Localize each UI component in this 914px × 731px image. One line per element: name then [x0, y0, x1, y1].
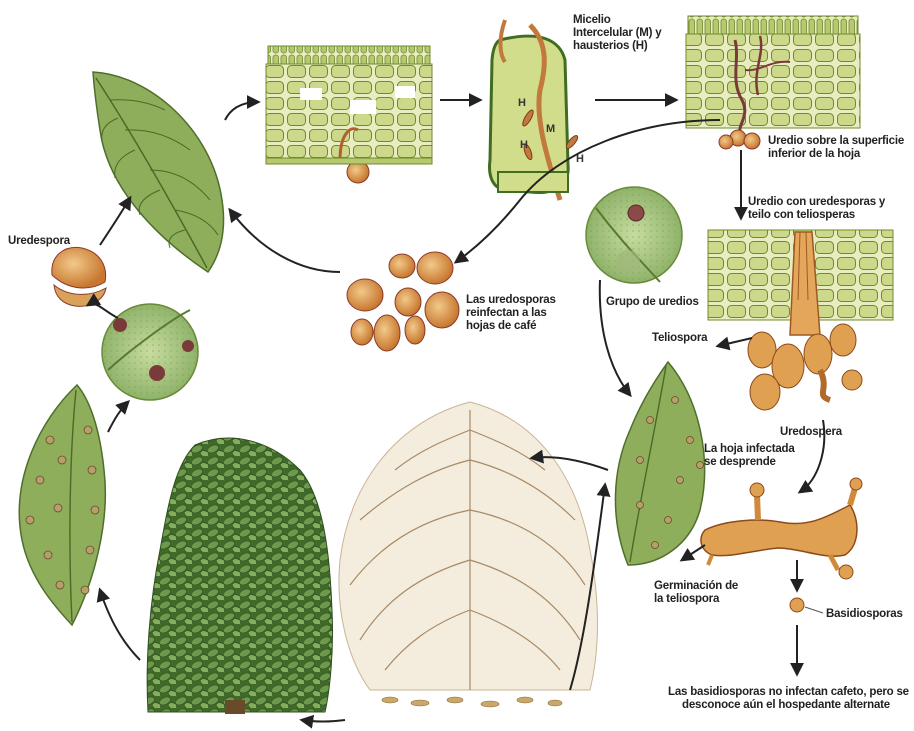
label-uredio-superficie: Uredio sobre la superficie inferior de l…	[768, 135, 904, 161]
label-germinacion-line1: Germinación de	[654, 580, 738, 593]
arrow-lesion-to-uredospore	[88, 304, 118, 318]
label-uredespora-line1: Uredespora	[8, 235, 70, 248]
arrow-bottom-to-bush	[302, 720, 345, 722]
uredium-with-teliospores	[708, 230, 893, 410]
label-uredio-con-line1: Uredio con uredesporas y	[748, 196, 885, 209]
infected-leaf-left	[19, 385, 105, 625]
label-reinfectan: Las uredosporas reinfectan a las hojas d…	[466, 294, 556, 333]
label-micelio-line3: hausterios (H)	[573, 40, 661, 53]
haustoria-mark-h2: H	[520, 139, 528, 151]
label-hoja-infectada-line2: se desprende	[704, 456, 795, 469]
label-grupo-line1: Grupo de uredios	[606, 296, 699, 309]
label-germinacion: Germinación de la teliospora	[654, 580, 738, 606]
label-basidiosporas-line1: Basidiosporas	[826, 608, 903, 621]
arrow-bush-to-left-leaf	[100, 590, 140, 660]
urediospores-cluster	[347, 252, 459, 351]
mycelium-mark-m: M	[546, 123, 555, 135]
label-reinfectan-line3: hojas de café	[466, 320, 556, 333]
uredia-group-magnified	[586, 187, 682, 283]
label-uredospera: Uredospera	[780, 426, 842, 439]
label-uredio-superficie-line2: inferior de la hoja	[768, 148, 904, 161]
label-basidio-no: Las basidiosporas no infectan cafeto, pe…	[668, 686, 904, 712]
arrow-spores-to-leaf	[230, 210, 340, 272]
label-teliospora-line1: Teliospora	[652, 332, 707, 345]
healthy-coffee-leaf	[93, 72, 224, 272]
label-uredio-con: Uredio con uredesporas y teilo con telio…	[748, 196, 885, 222]
label-micelio-line2: Intercelular (M) y	[573, 27, 661, 40]
infected-leaf-section	[686, 16, 860, 149]
leaf-cross-section	[266, 46, 432, 183]
label-grupo: Grupo de uredios	[606, 296, 699, 309]
label-micelio: Micelio Intercelular (M) y hausterios (H…	[573, 14, 661, 53]
leaf-lesion-magnified	[102, 304, 198, 400]
label-uredio-con-line2: teilo con teliosperas	[748, 209, 885, 222]
label-hoja-infectada-line1: La hoja infectada	[704, 443, 795, 456]
label-hoja-infectada: La hoja infectada se desprende	[704, 443, 795, 469]
label-uredespora: Uredespora	[8, 235, 70, 248]
arrow-uredospore-to-leaf	[100, 198, 130, 245]
leafy-coffee-bush	[147, 438, 332, 714]
single-uredospore	[52, 247, 106, 306]
label-basidio-no-line1: Las basidiosporas no infectan cafeto, pe…	[668, 686, 904, 699]
basidiospore	[790, 598, 823, 613]
arrow-to-teliospora	[718, 338, 752, 346]
arrow-leaf-to-lesion	[108, 402, 128, 432]
label-reinfectan-line2: reinfectan a las	[466, 307, 556, 320]
label-germinacion-line2: la teliospora	[654, 593, 738, 606]
label-reinfectan-line1: Las uredosporas	[466, 294, 556, 307]
arrow-leaf-to-section	[225, 102, 258, 120]
intercellular-mycelium-detail: H M H H	[490, 20, 584, 200]
label-basidiosporas: Basidiosporas	[826, 608, 903, 621]
label-teliospora: Teliospora	[652, 332, 707, 345]
label-uredio-superficie-line1: Uredio sobre la superficie	[768, 135, 904, 148]
haustoria-mark-h1: H	[518, 97, 526, 109]
label-micelio-line1: Micelio	[573, 14, 661, 27]
label-basidio-no-line2: desconoce aún el hospedante alternate	[668, 699, 904, 712]
label-uredospera-line1: Uredospera	[780, 426, 842, 439]
germinating-teliospore	[701, 478, 862, 579]
defoliated-coffee-tree	[339, 402, 598, 707]
arrow-to-germination-label	[682, 545, 705, 560]
